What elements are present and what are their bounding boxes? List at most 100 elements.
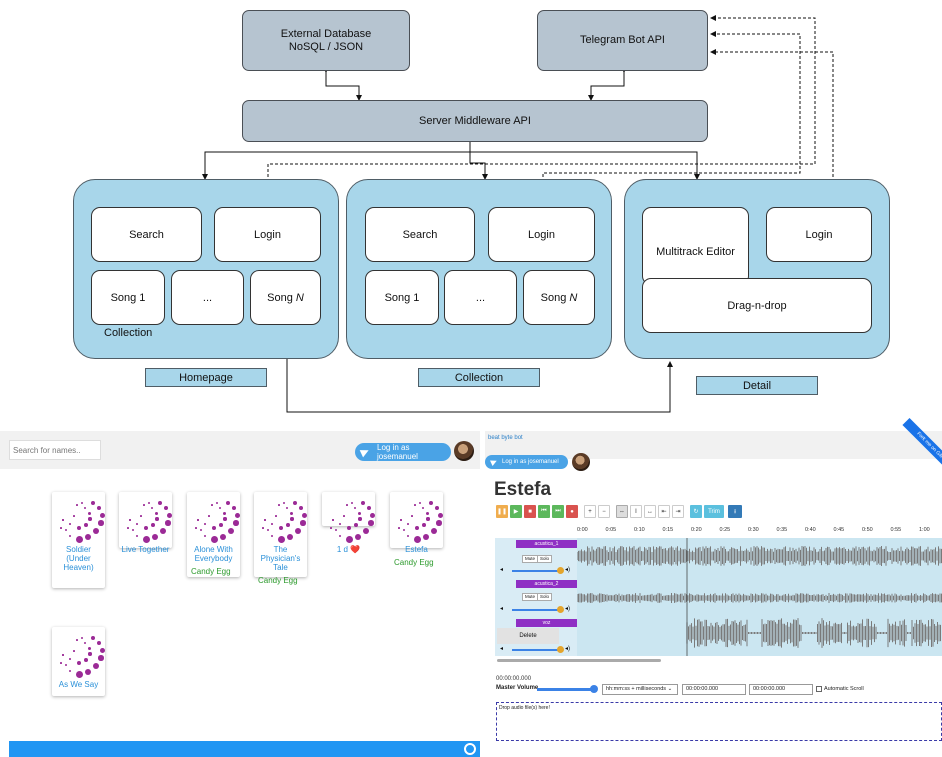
middleware-to-collection: [469, 142, 488, 180]
song-title[interactable]: The Physician's Tale: [260, 545, 301, 572]
homepage-login-to-telegram: [267, 15, 816, 207]
telegram-icon: [359, 446, 371, 458]
db-link: [323, 67, 362, 101]
middleware-box: Server Middleware API: [242, 100, 708, 142]
stop-button[interactable]: ■: [524, 505, 536, 518]
solo-button[interactable]: Solo: [537, 555, 553, 563]
track-waveform: [576, 593, 942, 603]
solo-button[interactable]: Solo: [537, 593, 553, 601]
track-volume-slider[interactable]: [512, 649, 560, 651]
record-button[interactable]: ●: [566, 505, 578, 518]
master-volume-slider[interactable]: [537, 688, 593, 691]
collection-ellipsis-box: ...: [444, 270, 517, 325]
song-card[interactable]: Soldier (Under Heaven): [52, 492, 105, 588]
time-format-select[interactable]: hh:mm:ss + milliseconds ⌄: [602, 684, 678, 695]
master-volume-knob[interactable]: [590, 685, 598, 693]
telegram-link: [588, 67, 627, 101]
user-avatar[interactable]: [572, 453, 590, 471]
refresh-icon[interactable]: ↻: [690, 505, 702, 518]
trim-button[interactable]: Trim: [704, 505, 724, 518]
middleware-to-homepage: [202, 142, 471, 180]
track-volume-slider[interactable]: [512, 609, 560, 611]
audio-drop-zone[interactable]: Drop audio file(s) here!: [496, 702, 942, 741]
delete-button[interactable]: Delete: [497, 628, 559, 644]
song-card[interactable]: As We Say: [52, 627, 105, 696]
song-logo-icon: [52, 492, 105, 545]
song-title: Estefa: [494, 479, 552, 500]
volume-low-icon: ◂: [500, 606, 504, 612]
cursor-icon[interactable]: ⇔: [616, 505, 628, 518]
track-waveform: [576, 546, 942, 566]
track-volume-knob[interactable]: [557, 567, 564, 574]
waveforms: [576, 538, 942, 656]
homepage-inner-label: Collection: [104, 327, 153, 339]
track-volume-knob[interactable]: [557, 606, 564, 613]
fade-in-icon[interactable]: ⇤: [658, 505, 670, 518]
song-title[interactable]: As We Say: [58, 680, 99, 689]
homepage-search-input[interactable]: Search for names..: [9, 440, 101, 460]
download-icon[interactable]: ⭳: [728, 505, 742, 518]
user-avatar[interactable]: [454, 441, 474, 461]
song-card[interactable]: 1 d ❤️: [322, 492, 375, 554]
middleware-to-detail: [470, 151, 700, 180]
song-artist: Candy Egg: [191, 567, 231, 576]
select-icon[interactable]: I: [630, 505, 642, 518]
volume-high-icon: ◂): [565, 567, 571, 573]
detail-login-box: Login: [766, 207, 872, 262]
ruler-tick-label: 0:55: [890, 527, 902, 533]
selection-end-input[interactable]: 00:00:00.000: [749, 684, 813, 695]
track-volume-knob[interactable]: [557, 646, 564, 653]
homepage-songN-box: Song N: [250, 270, 321, 325]
fast-forward-button[interactable]: ⏭: [552, 505, 564, 518]
song-title[interactable]: Estefa: [405, 545, 428, 554]
login-label: Log in as josemanuel: [502, 459, 559, 465]
github-icon[interactable]: [464, 743, 476, 755]
volume-high-icon: ◂): [565, 646, 571, 652]
ruler-tick-label: 0:50: [862, 527, 873, 533]
rewind-button[interactable]: ⏮: [538, 505, 550, 518]
collection-caption: Collection: [418, 368, 540, 387]
external-database-box: External Database NoSQL / JSON: [242, 10, 410, 71]
bot-link[interactable]: beat byte bot: [488, 435, 523, 441]
fade-out-icon[interactable]: ⇥: [672, 505, 684, 518]
waveform-area[interactable]: [576, 538, 942, 656]
shift-icon[interactable]: ↔: [644, 505, 656, 518]
homepage-footer: [9, 741, 480, 757]
song-to-detail: [286, 326, 673, 413]
volume-low-icon: ◂: [500, 646, 504, 652]
ruler-tick-label: 0:05: [605, 527, 617, 533]
selection-start-input[interactable]: 00:00:00.000: [682, 684, 746, 695]
song-title[interactable]: Live Together: [121, 545, 170, 554]
detail-topbar: [485, 431, 942, 459]
mute-button[interactable]: Mute: [522, 593, 539, 601]
mute-button[interactable]: Mute: [522, 555, 539, 563]
track-name: voz: [516, 619, 577, 627]
collection-song1-box: Song 1: [365, 270, 439, 325]
song-logo-icon: [187, 492, 240, 545]
track-volume-slider[interactable]: [512, 570, 560, 572]
pause-button[interactable]: ❚❚: [496, 505, 508, 518]
detail-multitrack-box: Multitrack Editor: [642, 207, 749, 285]
song-card[interactable]: Live Together: [119, 492, 172, 554]
master-volume-label: Master Volume: [496, 685, 539, 691]
ruler-tick-label: 0:00: [577, 527, 588, 533]
play-button[interactable]: ▶: [510, 505, 522, 518]
telegram-api-box: Telegram Bot API: [537, 10, 708, 71]
zoom-out-icon[interactable]: −: [598, 505, 610, 518]
zoom-in-icon[interactable]: +: [584, 505, 596, 518]
song-title[interactable]: Alone With Everybody: [194, 545, 233, 563]
song-title[interactable]: Soldier (Under Heaven): [63, 545, 94, 572]
song-logo-icon: [52, 627, 105, 680]
homepage-login-button[interactable]: Log in as josemanuel: [355, 443, 451, 461]
time-format-value: hh:mm:ss + milliseconds: [606, 686, 667, 692]
auto-scroll-checkbox[interactable]: [816, 686, 822, 692]
song-title[interactable]: 1 d ❤️: [336, 545, 361, 554]
ruler-tick-label: 0:15: [662, 527, 674, 533]
detail-login-button[interactable]: Log in as josemanuel: [485, 455, 568, 469]
horizontal-scrollbar[interactable]: [497, 659, 661, 662]
ruler-tick-label: 0:30: [748, 527, 759, 533]
